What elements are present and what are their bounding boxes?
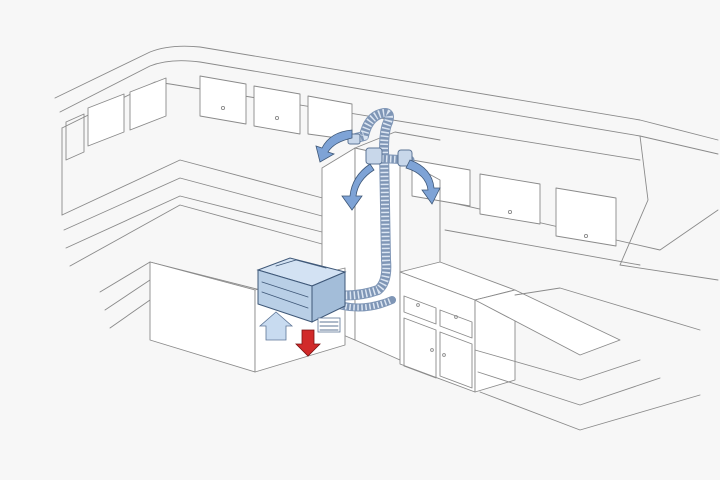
intake-arrow-icon xyxy=(258,311,294,341)
bench-seat xyxy=(474,287,701,431)
heater-unit-icon xyxy=(256,257,347,333)
airflow-arrow-icon xyxy=(315,129,441,211)
upper-lockers xyxy=(199,75,617,247)
left-lockers xyxy=(65,77,167,161)
exhaust-arrow-icon xyxy=(295,329,321,357)
lower-cabinet xyxy=(399,261,516,393)
